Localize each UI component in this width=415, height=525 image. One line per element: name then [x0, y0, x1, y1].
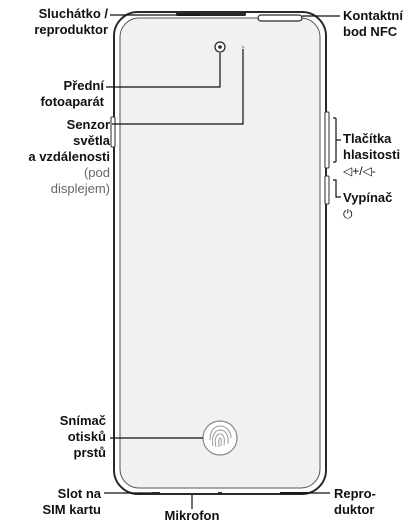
leader-power	[333, 179, 341, 198]
label-fingerprint: Snímač otisků prstů	[0, 413, 106, 461]
label-fingerprint-line3: prstů	[73, 445, 107, 460]
label-nfc-line1: Kontaktní	[343, 8, 403, 23]
label-speaker-line1: Repro-	[334, 486, 376, 501]
front-camera-lens	[218, 45, 222, 49]
label-fingerprint-line1: Snímač	[59, 413, 106, 428]
label-light-sensor-line3: a vzdálenosti	[28, 149, 110, 164]
mic-hole	[218, 492, 222, 494]
label-volume-line1: Tlačítka	[343, 131, 392, 146]
volume-up-down-icon: ◁+/◁-	[343, 164, 376, 178]
label-nfc-line2: bod NFC	[343, 24, 398, 39]
label-front-camera-line1: Přední	[63, 78, 104, 93]
label-earpiece-line1: Sluchátko /	[38, 6, 108, 21]
leader-earpiece	[110, 14, 201, 16]
leader-front-camera	[106, 53, 221, 88]
label-earpiece-line2: reproduktor	[34, 22, 108, 37]
label-nfc: Kontaktní bod NFC	[343, 8, 403, 40]
label-speaker-line2: duktor	[334, 502, 375, 517]
label-volume: Tlačítka hlasitosti ◁+/◁-	[343, 131, 400, 179]
leader-lines	[104, 14, 341, 509]
light-sensor	[241, 45, 245, 49]
label-front-camera: Přední fotoaparát	[0, 78, 104, 110]
label-light-sensor-note1: (pod	[83, 165, 110, 180]
label-light-sensor-note2: displejem)	[50, 181, 110, 196]
left-side-button	[110, 116, 116, 148]
label-sim-line1: Slot na	[57, 486, 101, 501]
label-front-camera-line2: fotoaparát	[40, 94, 104, 109]
label-light-sensor: Senzor světla a vzdálenosti (pod displej…	[0, 117, 110, 197]
label-sim-line2: SIM kartu	[42, 502, 101, 517]
label-power-line1: Vypínač	[343, 190, 393, 205]
label-earpiece: Sluchátko / reproduktor	[0, 6, 108, 38]
label-sim: Slot na SIM kartu	[0, 486, 101, 518]
fingerprint-sensor	[202, 420, 238, 456]
nfc-contact	[257, 14, 303, 22]
label-microphone-line1: Mikrofon	[164, 508, 220, 523]
label-power: Vypínač ⏻	[343, 190, 392, 222]
leader-light-sensor	[112, 49, 244, 125]
label-microphone: Mikrofon	[152, 508, 232, 524]
label-fingerprint-line2: otisků	[67, 429, 106, 444]
label-light-sensor-line1: Senzor	[66, 117, 110, 132]
power-icon: ⏻	[343, 207, 353, 221]
label-speaker: Repro- duktor	[334, 486, 376, 518]
phone-screen	[119, 17, 321, 489]
power-button	[324, 175, 330, 205]
label-volume-line2: hlasitosti	[343, 147, 401, 162]
sim-slot-mark	[152, 492, 160, 494]
volume-button	[324, 111, 330, 169]
label-light-sensor-line2: světla	[73, 133, 110, 148]
